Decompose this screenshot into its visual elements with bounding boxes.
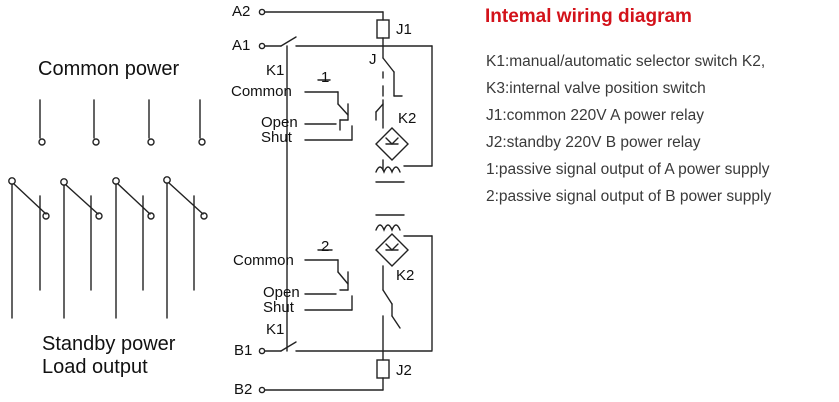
changeover-switches [8, 176, 208, 319]
signal2-number: 2 [321, 238, 330, 255]
terminal-a2-label: A2 [232, 3, 251, 20]
k1-top-label: K1 [266, 62, 285, 79]
open-top-label: Open [261, 114, 298, 131]
terminal-a2-dot [258, 8, 266, 16]
j2-label: J2 [396, 362, 412, 379]
legend-item: 2:passive signal output of B power suppl… [486, 188, 772, 205]
signal1-contacts [304, 79, 353, 141]
terminal-a1-label: A1 [232, 37, 251, 54]
legend-item: 1:passive signal output of A power suppl… [486, 161, 770, 178]
terminal-a1-dot [258, 42, 266, 50]
j2-coil [376, 359, 390, 379]
common-top-label: Common [231, 83, 292, 100]
k2-top-label: K2 [398, 110, 417, 127]
signal1-number: 1 [321, 69, 330, 86]
terminal-b1-label: B1 [234, 342, 253, 359]
k1-bottom-label: K1 [266, 321, 285, 338]
shut-bottom-label: Shut [263, 299, 294, 316]
j1-label: J1 [396, 21, 412, 38]
terminal-b1-dot [258, 347, 266, 355]
load-output-label: Load output [42, 356, 148, 378]
rectifier-bridge-top [375, 127, 409, 183]
open-bottom-label: Open [263, 284, 300, 301]
shut-top-label: Shut [261, 129, 292, 146]
rectifier-bridge-bottom [375, 214, 433, 351]
signal2-contacts [304, 249, 353, 311]
common-bottom-label: Common [233, 252, 294, 269]
terminal-b2-label: B2 [234, 381, 253, 398]
legend-list: K1:manual/automatic selector switch K2, … [486, 48, 771, 210]
legend-item: J2:standby 220V B power relay [486, 134, 701, 151]
diagram-title: Intemal wiring diagram [485, 6, 692, 27]
legend-item: J1:common 220V A power relay [486, 107, 704, 124]
legend-item: K3:internal valve position switch [486, 80, 706, 97]
common-power-label: Common power [38, 58, 180, 80]
j1-coil [376, 19, 390, 39]
k2-bottom-label: K2 [396, 267, 415, 284]
terminal-b2-dot [258, 386, 266, 394]
legend-item: K1:manual/automatic selector switch K2, [486, 53, 766, 70]
common-power-switches [38, 99, 206, 146]
j-contact-label: J [369, 51, 377, 68]
standby-power-label: Standby power [42, 333, 176, 355]
